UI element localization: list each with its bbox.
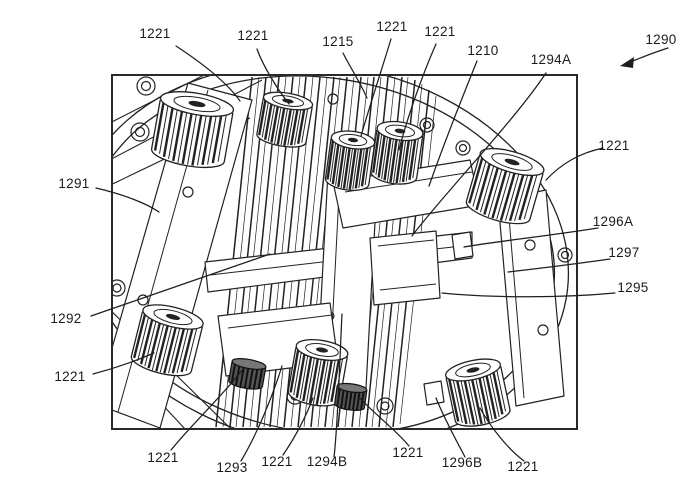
callout-1290: 1290 [645,32,676,47]
leader-line [441,292,616,298]
leader-line [92,352,155,375]
callout-1294A: 1294A [531,52,572,67]
leader-line [411,72,547,237]
figure-reference-arrow [620,47,669,68]
callout-1221-j: 1221 [507,459,538,474]
figure-border [111,74,578,430]
pulley-1221-center-right [368,117,426,188]
hub-block-1294 [369,230,441,306]
leader-line [170,368,244,451]
callout-1221-i: 1221 [392,445,423,460]
callout-1221-e: 1221 [598,138,629,153]
leader-line [175,45,241,102]
callout-1292: 1292 [50,311,81,326]
callout-1221-b: 1221 [237,28,268,43]
leader-line [545,147,604,181]
callout-1215: 1215 [322,34,353,49]
leader-line [342,52,368,99]
callout-1297: 1297 [608,245,639,260]
callout-1291: 1291 [58,176,89,191]
leader-line [90,253,271,317]
leader-line [95,187,160,213]
leader-line [282,397,314,456]
leader-line [428,60,478,187]
leader-line [357,395,410,447]
callout-1221-f: 1221 [54,369,85,384]
leader-lines [90,38,669,462]
callout-1295: 1295 [617,280,648,295]
callout-1294B: 1294B [307,454,348,469]
leader-line [507,258,611,273]
callout-1296A: 1296A [593,214,634,229]
pulley-1221-center-left [323,127,378,195]
clamp-1296A [451,231,474,260]
leader-line [463,227,599,248]
pulley-1221-bottom-right [442,353,514,429]
callout-1221-a: 1221 [139,26,170,41]
callout-1293: 1293 [216,460,247,475]
callout-1221-d: 1221 [424,24,455,39]
leader-line [360,38,392,137]
leader-line [240,365,283,462]
callout-1221-h: 1221 [261,454,292,469]
callout-1221-c: 1221 [376,19,407,34]
leader-line [435,397,466,458]
callout-1296B: 1296B [442,455,483,470]
clamp-1296B [423,380,445,406]
leader-line [333,313,343,458]
leader-line [256,48,290,105]
callout-1221-g: 1221 [147,450,178,465]
callout-labels: 1221 1221 1215 1221 1221 1210 1294A 1290… [50,19,676,475]
pulley-1221-top-left [148,85,237,174]
leader-line [479,407,525,462]
leader-line [398,43,437,151]
callout-1210: 1210 [467,43,498,58]
